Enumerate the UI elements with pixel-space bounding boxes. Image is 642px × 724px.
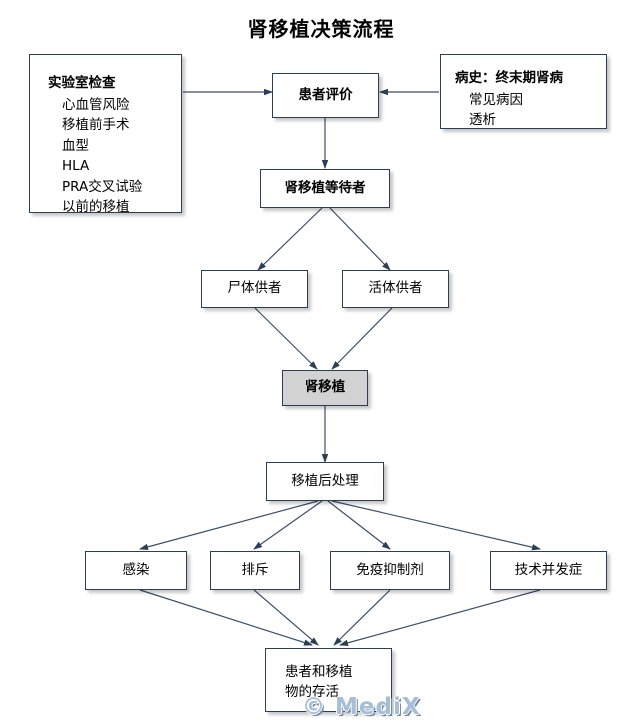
edge-infection-to-survival <box>139 589 313 646</box>
node-technical-complications[interactable]: 技术并发症 <box>490 551 607 590</box>
node-kidney-transplant[interactable]: 肾移植 <box>282 370 368 406</box>
node-label: 排斥 <box>241 561 269 578</box>
node-medical-history[interactable]: 病史：终末期肾病 常见病因 透析 <box>440 54 607 129</box>
edge-living-donor-to-transplant <box>331 307 393 370</box>
node-post-transplant-care[interactable]: 移植后处理 <box>266 462 384 501</box>
edge-post-care-to-rejection <box>253 500 323 550</box>
edge-waitlist-to-living-donor <box>329 207 391 271</box>
lab-tests-item: 以前的移植 <box>62 199 130 216</box>
lab-tests-item: HLA <box>62 158 90 175</box>
watermark: © MediX <box>302 694 421 720</box>
lab-tests-item: PRA交叉试验 <box>62 178 143 195</box>
node-label: 肾移植等待者 <box>284 179 366 196</box>
medical-history-item: 透析 <box>469 112 496 129</box>
lab-tests-heading: 实验室检查 <box>48 75 116 91</box>
edge-immunosuppression-to-survival <box>333 589 391 646</box>
page-title: 肾移植决策流程 <box>247 17 395 41</box>
lab-tests-item: 心血管风险 <box>62 96 130 113</box>
node-label: 活体供者 <box>368 280 423 297</box>
node-deceased-donor[interactable]: 尸体供者 <box>201 270 308 308</box>
node-rejection[interactable]: 排斥 <box>210 551 300 590</box>
edge-waitlist-to-deceased-donor <box>257 207 323 271</box>
node-patient-graft-survival[interactable]: 患者和移植 物的存活 <box>265 648 392 712</box>
node-lab-tests[interactable]: 实验室检查 心血管风险 移植前手术 血型 HLA PRA交叉试验 以前的移植 <box>29 54 182 215</box>
medical-history-heading: 病史：终末期肾病 <box>455 70 563 86</box>
node-label-line2: 物的存活 <box>285 683 339 700</box>
edge-post-care-to-infection <box>139 500 319 551</box>
node-label-line1: 患者和移植 <box>285 664 353 680</box>
lab-tests-item: 血型 <box>62 137 89 154</box>
edge-post-care-to-technical-complications <box>331 500 541 551</box>
lab-tests-item: 移植前手术 <box>62 117 130 134</box>
node-label: 尸体供者 <box>227 280 282 297</box>
node-label: 患者评价 <box>298 86 353 103</box>
edge-technical-complications-to-survival <box>339 589 541 646</box>
node-patient-evaluation[interactable]: 患者评价 <box>272 73 379 118</box>
edge-deceased-donor-to-transplant <box>254 307 318 370</box>
edge-rejection-to-survival <box>253 589 319 646</box>
node-transplant-waitlist[interactable]: 肾移植等待者 <box>260 169 390 208</box>
node-label: 感染 <box>122 561 150 578</box>
medical-history-item: 常见病因 <box>469 91 523 108</box>
edge-post-care-to-immunosuppression <box>327 500 391 550</box>
node-living-donor[interactable]: 活体供者 <box>342 270 449 308</box>
node-immunosuppression[interactable]: 免疫抑制剂 <box>330 551 450 590</box>
node-label: 技术并发症 <box>514 561 583 578</box>
node-label: 肾移植 <box>304 379 346 396</box>
node-infection[interactable]: 感染 <box>85 551 187 590</box>
node-label: 免疫抑制剂 <box>356 561 424 578</box>
node-label: 移植后处理 <box>291 472 359 489</box>
